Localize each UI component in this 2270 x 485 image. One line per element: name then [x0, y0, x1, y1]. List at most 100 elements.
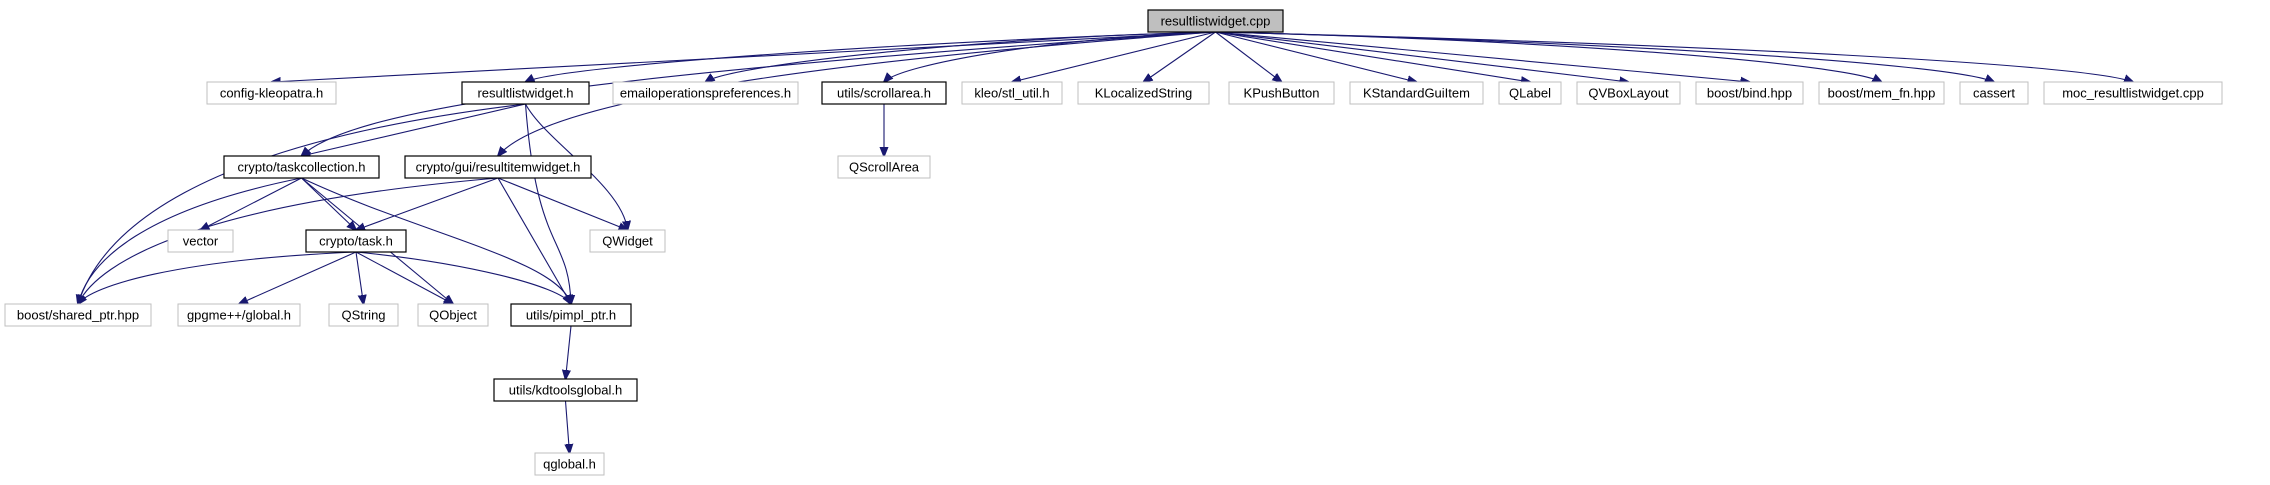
edge-kdtools-to-qglobal — [566, 400, 570, 453]
node-pimpl[interactable]: utils/pimpl_ptr.h — [510, 303, 632, 327]
node-box-sharedptr — [4, 303, 152, 327]
node-box-kpush — [1228, 81, 1335, 105]
node-vector: vector — [167, 229, 234, 253]
node-taskcoll[interactable]: crypto/taskcollection.h — [223, 155, 380, 179]
edge-riw-to-task — [356, 177, 499, 230]
node-box-cassert — [1959, 81, 2029, 105]
node-label-sharedptr: boost/shared_ptr.hpp — [17, 308, 139, 323]
edge-root-to-qlabel — [1215, 31, 1531, 82]
node-klocalized: KLocalizedString — [1077, 81, 1210, 105]
node-box-bind — [1695, 81, 1804, 105]
node-box-config — [206, 81, 337, 105]
node-label-emailop: emailoperationspreferences.h — [620, 86, 791, 101]
edge-taskcoll-to-sharedptr — [78, 177, 302, 304]
node-box-qscrollarea — [837, 155, 931, 179]
node-sharedptr: boost/shared_ptr.hpp — [4, 303, 152, 327]
node-box-taskcoll — [223, 155, 380, 179]
dependency-nodes: resultlistwidget.cpp config-kleopatra.h re… — [4, 9, 2223, 476]
node-qglobal: qglobal.h — [534, 452, 605, 476]
node-box-emailop — [612, 81, 799, 105]
edge-root-to-klocalized — [1144, 31, 1216, 82]
node-label-root: resultlistwidget.cpp — [1161, 14, 1271, 29]
node-cassert: cassert — [1959, 81, 2029, 105]
node-task[interactable]: crypto/task.h — [305, 229, 407, 253]
node-qobject: QObject — [417, 303, 489, 327]
node-label-qwidget: QWidget — [602, 234, 653, 249]
node-box-task — [305, 229, 407, 253]
node-box-gpgme — [177, 303, 301, 327]
edge-riw-to-sharedptr — [78, 177, 499, 304]
node-box-riw — [404, 155, 592, 179]
node-label-kdtools: utils/kdtoolsglobal.h — [509, 383, 622, 398]
node-box-qobject — [417, 303, 489, 327]
node-qwidget: QWidget — [589, 229, 666, 253]
edge-root-to-qvbox — [1215, 31, 1629, 82]
node-box-moc — [2043, 81, 2223, 105]
edge-root-to-bind — [1215, 31, 1750, 82]
edge-task-to-qstring — [355, 251, 364, 304]
node-label-cassert: cassert — [1973, 86, 2015, 101]
node-box-klocalized — [1077, 81, 1210, 105]
node-box-qglobal — [534, 452, 605, 476]
edge-root-to-stlutil — [1012, 31, 1216, 82]
node-box-root — [1147, 9, 1284, 33]
node-box-pimpl — [510, 303, 632, 327]
node-riw[interactable]: crypto/gui/resultitemwidget.h — [404, 155, 592, 179]
node-label-qlabel: QLabel — [1509, 86, 1551, 101]
node-label-qstring: QString — [341, 308, 385, 323]
node-label-qvbox: QVBoxLayout — [1588, 86, 1669, 101]
node-bind: boost/bind.hpp — [1695, 81, 1804, 105]
node-rlw_h[interactable]: resultlistwidget.h — [461, 81, 590, 105]
node-label-scrollarea: utils/scrollarea.h — [837, 86, 931, 101]
node-label-klocalized: KLocalizedString — [1095, 86, 1193, 101]
edge-task-to-pimpl — [355, 251, 571, 304]
node-label-vector: vector — [183, 234, 219, 249]
edge-root-to-kpush — [1215, 31, 1282, 82]
edge-rlw_h-to-taskcoll — [302, 103, 526, 156]
node-box-qvbox — [1576, 81, 1681, 105]
node-label-config: config-kleopatra.h — [220, 86, 323, 101]
node-label-pimpl: utils/pimpl_ptr.h — [526, 308, 616, 323]
edge-pimpl-to-kdtools — [566, 325, 572, 379]
node-memfn: boost/mem_fn.hpp — [1818, 81, 1945, 105]
node-label-gpgme: gpgme++/global.h — [187, 308, 291, 323]
node-label-bind: boost/bind.hpp — [1707, 86, 1792, 101]
node-label-qobject: QObject — [429, 308, 477, 323]
edge-riw-to-pimpl — [497, 177, 571, 304]
edge-root-to-kstd — [1215, 31, 1417, 82]
edge-rlw_h-to-sharedptr — [78, 103, 526, 304]
node-box-qlabel — [1498, 81, 1562, 105]
edge-root-to-moc — [1215, 31, 2134, 82]
node-box-rlw_h — [461, 81, 590, 105]
node-label-qscrollarea: QScrollArea — [849, 160, 920, 175]
node-box-qwidget — [589, 229, 666, 253]
edge-root-to-scrollarea — [884, 31, 1216, 82]
node-root[interactable]: resultlistwidget.cpp — [1147, 9, 1284, 33]
edge-root-to-config — [272, 31, 1216, 82]
node-label-memfn: boost/mem_fn.hpp — [1828, 86, 1936, 101]
node-label-taskcoll: crypto/taskcollection.h — [238, 160, 366, 175]
node-label-kstd: KStandardGuiItem — [1363, 86, 1470, 101]
node-box-kstd — [1349, 81, 1484, 105]
edge-root-to-emailop — [706, 31, 1216, 82]
node-label-task: crypto/task.h — [319, 234, 393, 249]
edge-task-to-qobject — [355, 251, 453, 304]
node-kstd: KStandardGuiItem — [1349, 81, 1484, 105]
node-emailop: emailoperationspreferences.h — [612, 81, 799, 105]
edge-task-to-gpgme — [239, 251, 357, 304]
node-config: config-kleopatra.h — [206, 81, 337, 105]
node-box-qstring — [328, 303, 399, 327]
edge-riw-to-qwidget — [497, 177, 628, 230]
node-label-stlutil: kleo/stl_util.h — [974, 86, 1049, 101]
node-label-rlw_h: resultlistwidget.h — [477, 86, 573, 101]
node-box-kdtools — [493, 378, 638, 402]
node-moc: moc_resultlistwidget.cpp — [2043, 81, 2223, 105]
node-label-kpush: KPushButton — [1244, 86, 1320, 101]
edge-taskcoll-to-vector — [201, 177, 302, 230]
node-qscrollarea: QScrollArea — [837, 155, 931, 179]
edge-taskcoll-to-pimpl — [301, 177, 572, 304]
node-scrollarea[interactable]: utils/scrollarea.h — [821, 81, 947, 105]
node-kdtools[interactable]: utils/kdtoolsglobal.h — [493, 378, 638, 402]
node-kpush: KPushButton — [1228, 81, 1335, 105]
